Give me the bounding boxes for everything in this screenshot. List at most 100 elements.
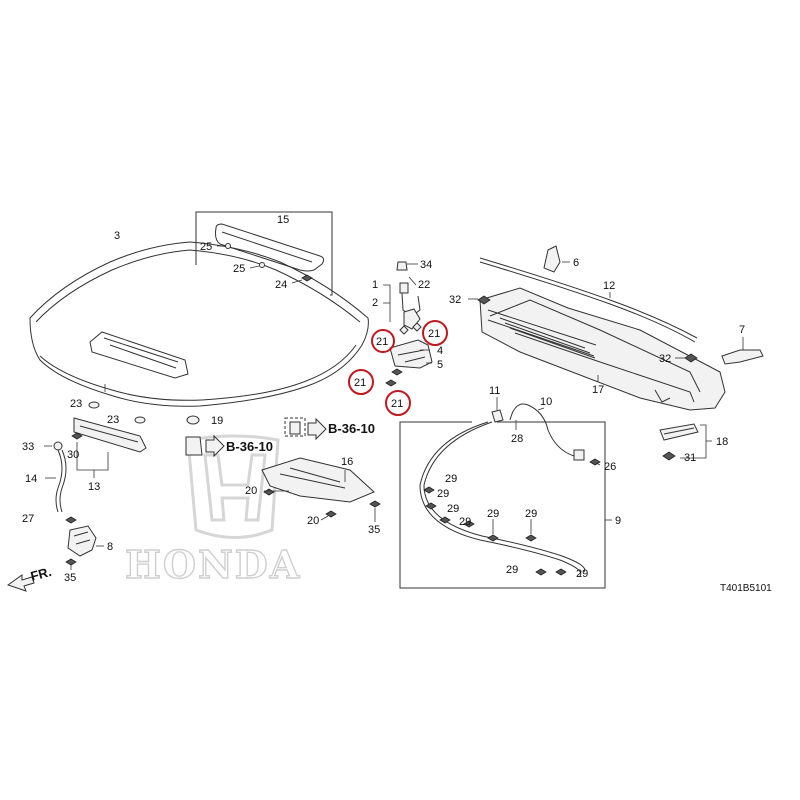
grommet-icon xyxy=(186,415,200,425)
reference-label: B-36-10 xyxy=(328,421,375,436)
highlight-circles xyxy=(348,320,448,416)
callout-3: 3 xyxy=(114,230,120,242)
callout-21: 21 xyxy=(354,377,366,389)
clip-29-icon xyxy=(555,568,567,576)
clip-29-icon xyxy=(423,486,435,494)
bolt-icon xyxy=(396,261,408,271)
nut-icon xyxy=(385,379,397,387)
callout-6: 6 xyxy=(573,257,579,269)
front-label: FR. xyxy=(29,564,53,584)
callout-30: 30 xyxy=(67,449,79,461)
bolt-icon xyxy=(412,322,422,332)
bracket-part-7 xyxy=(721,337,764,365)
bolt-icon xyxy=(399,282,409,294)
callout-25: 25 xyxy=(233,263,245,275)
callout-29: 29 xyxy=(459,516,471,528)
bracket-part-6 xyxy=(543,245,570,273)
callout-27: 27 xyxy=(22,513,34,525)
hood-molding-group xyxy=(195,211,333,296)
callout-18: 18 xyxy=(716,436,728,448)
callout-10: 10 xyxy=(540,396,552,408)
callout-16: 16 xyxy=(341,456,353,468)
callout-1: 1 xyxy=(372,279,378,291)
callout-25: 25 xyxy=(200,241,212,253)
callout-4: 4 xyxy=(437,345,443,357)
highlight-circle xyxy=(348,369,374,395)
drawing-code: T401B5101 xyxy=(720,583,772,594)
callout-35: 35 xyxy=(64,572,76,584)
callout-29: 29 xyxy=(525,508,537,520)
hood-panel xyxy=(29,241,369,407)
callout-29: 29 xyxy=(576,568,588,580)
honda-watermark: HONDA xyxy=(124,434,300,588)
clip-29-icon xyxy=(463,520,475,528)
callout-21: 21 xyxy=(391,398,403,410)
callout-13: 13 xyxy=(88,481,100,493)
clip-31-icon xyxy=(662,451,676,461)
callout-33: 33 xyxy=(22,441,34,453)
callout-29: 29 xyxy=(437,488,449,500)
connector-icon xyxy=(573,449,585,461)
arrow-right-icon xyxy=(205,434,225,458)
callout-29: 29 xyxy=(506,564,518,576)
clip-32-icon xyxy=(684,353,698,363)
callout-21: 21 xyxy=(428,328,440,340)
bolt-icon xyxy=(65,516,77,524)
callout-21: 21 xyxy=(376,336,388,348)
highlight-circle xyxy=(371,329,395,353)
callout-35: 35 xyxy=(368,524,380,536)
cowl-top xyxy=(479,287,726,411)
callout-2: 2 xyxy=(372,297,378,309)
nozzle-icon xyxy=(491,409,504,423)
callout-5: 5 xyxy=(437,359,443,371)
clip-29-icon xyxy=(487,534,499,542)
reference-b36-10-right: B-36-10 xyxy=(284,417,375,441)
callout-20: 20 xyxy=(245,485,257,497)
grommet-icon xyxy=(88,401,100,409)
callout-11: 11 xyxy=(489,385,500,397)
arrow-right-icon xyxy=(307,417,327,441)
clip-icon xyxy=(225,243,231,249)
highlight-circle xyxy=(422,320,448,346)
callout-26: 26 xyxy=(604,461,616,473)
nut-icon xyxy=(391,368,403,376)
highlight-circle xyxy=(385,390,411,416)
callout-24: 24 xyxy=(275,279,287,291)
callout-8: 8 xyxy=(107,541,113,553)
callout-labels: 3 15 25 25 24 34 1 2 22 21 21 21 21 4 5 … xyxy=(22,214,745,584)
callout-23: 23 xyxy=(70,398,82,410)
clip-icon xyxy=(263,488,275,496)
callout-19: 19 xyxy=(211,415,223,427)
front-arrow-icon xyxy=(6,574,35,592)
callout-29: 29 xyxy=(447,503,459,515)
washer-tube-group xyxy=(399,397,612,589)
reference-b36-10-left: B-36-10 xyxy=(185,434,273,458)
callout-7: 7 xyxy=(739,324,745,336)
hood-hinge-assembly xyxy=(383,261,433,387)
callout-32: 32 xyxy=(449,294,461,306)
latch-assembly xyxy=(44,441,104,570)
clip-29-icon xyxy=(525,534,537,542)
callout-9: 9 xyxy=(615,515,621,527)
callout-14: 14 xyxy=(25,473,37,485)
callout-12: 12 xyxy=(603,280,615,292)
clip-32-icon xyxy=(477,295,491,305)
grommet-icon xyxy=(53,441,63,451)
callout-29: 29 xyxy=(445,473,457,485)
callout-23: 23 xyxy=(107,414,119,426)
reference-label: B-36-10 xyxy=(226,439,273,454)
clip-29-icon xyxy=(535,568,547,576)
front-direction-indicator: FR. xyxy=(6,564,53,592)
clip-icon xyxy=(71,432,83,440)
callout-31: 31 xyxy=(684,452,696,464)
callout-32: 32 xyxy=(659,353,671,365)
nut-icon xyxy=(301,274,313,282)
callout-34: 34 xyxy=(420,259,432,271)
bolt-icon xyxy=(399,325,409,335)
clip-icon xyxy=(369,500,381,508)
callout-15: 15 xyxy=(277,214,289,226)
callout-22: 22 xyxy=(418,279,430,291)
clip-icon xyxy=(325,510,337,518)
callout-20: 20 xyxy=(307,515,319,527)
